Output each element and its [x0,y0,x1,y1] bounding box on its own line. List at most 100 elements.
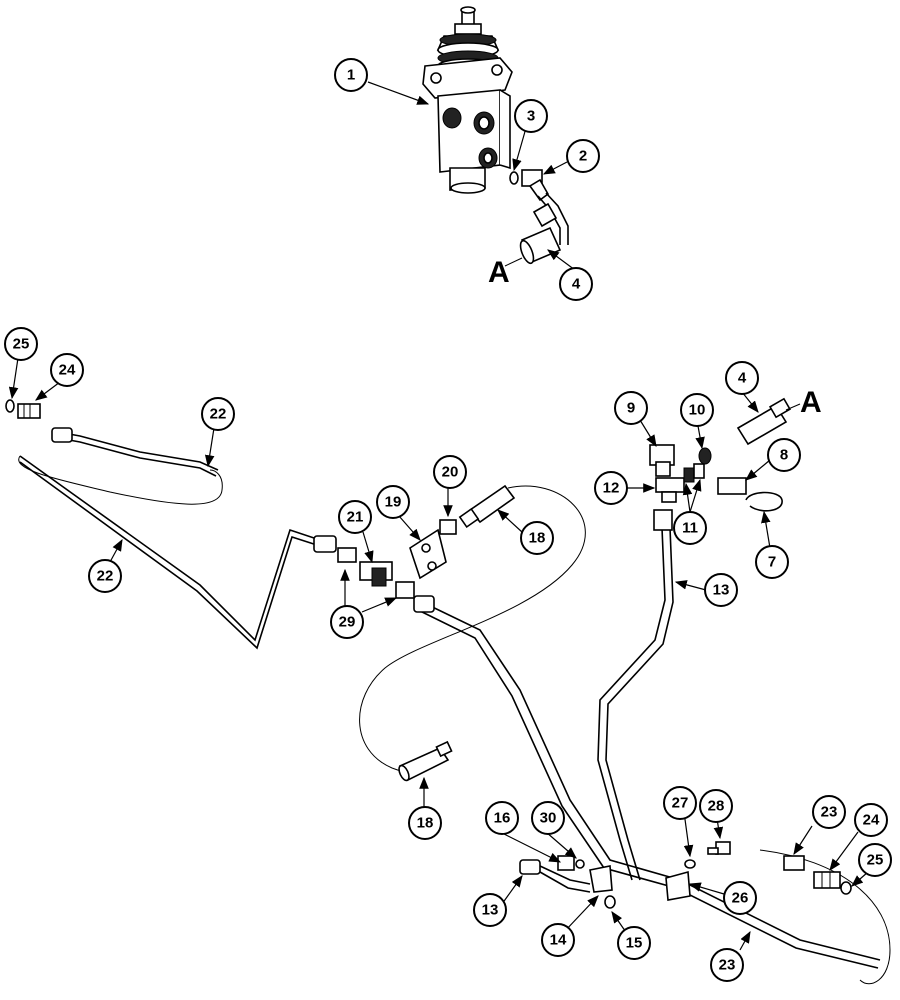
hose-fitting-18-bottom [398,740,453,782]
callout-24-left: 24 [50,353,84,387]
nut-20 [439,519,457,535]
leader-lines [8,81,869,951]
svg-text:18: 18 [529,530,546,547]
clip-26 [665,870,691,901]
svg-text:8: 8 [780,447,788,464]
washer-30 [575,859,585,869]
svg-text:24: 24 [863,812,880,829]
svg-text:22: 22 [210,406,227,423]
elbow-9 [649,444,675,477]
svg-text:13: 13 [482,902,499,919]
svg-text:29: 29 [339,614,356,631]
tube-to-hose-4 [504,192,569,267]
o-ring-25-left [5,399,15,413]
callout-4-top: 4 [559,267,593,301]
callout-12: 12 [594,471,628,505]
svg-text:21: 21 [347,509,364,526]
svg-text:25: 25 [867,852,884,869]
callout-14: 14 [541,923,575,957]
fitting-24-left [17,403,41,419]
hose-18-line [359,485,586,773]
callout-9: 9 [614,391,648,425]
callout-3: 3 [514,99,548,133]
svg-text:12: 12 [603,480,620,497]
callout-25-right: 25 [858,843,892,877]
callout-22-bottom: 22 [88,559,122,593]
svg-text:16: 16 [494,810,511,827]
svg-text:1: 1 [347,67,355,84]
callout-30: 30 [531,801,565,835]
fitting-8 [717,477,747,495]
svg-text:7: 7 [768,554,776,571]
callout-25-left: 25 [4,327,38,361]
fittings-11 [683,463,705,483]
callout-4-right: 4 [725,361,759,395]
washer-15 [604,895,616,909]
clamp-7 [745,491,783,512]
callout-23-top: 23 [812,795,846,829]
svg-text:3: 3 [527,108,535,125]
svg-text:22: 22 [97,568,114,585]
o-ring-3 [509,171,519,185]
svg-text:9: 9 [627,400,635,417]
callout-13-upper: 13 [704,573,738,607]
brake-valve [422,6,513,194]
svg-text:10: 10 [689,402,706,419]
callout-16: 16 [485,801,519,835]
callout-27: 27 [663,786,697,820]
svg-text:25: 25 [13,336,30,353]
callout-10: 10 [680,393,714,427]
o-ring-25-right [840,881,852,895]
tee-fitting-21 [337,547,415,599]
callout-23-bottom: 23 [710,948,744,982]
callout-29: 29 [330,605,364,639]
svg-text:24: 24 [59,362,76,379]
svg-text:27: 27 [672,795,689,812]
svg-text:28: 28 [708,798,725,815]
callout-26: 26 [723,881,757,915]
svg-text:2: 2 [579,148,587,165]
callout-13-lower: 13 [473,893,507,927]
fitting-23-right [783,855,805,871]
callout-15: 15 [617,926,651,960]
brake-tube-13 [597,509,674,881]
brake-tube-22 [18,427,337,650]
callout-7: 7 [755,545,789,579]
elbow-fitting-2 [521,169,550,202]
svg-text:15: 15 [626,935,643,952]
svg-text:19: 19 [385,494,402,511]
callout-11: 11 [673,511,707,545]
svg-text:23: 23 [719,957,736,974]
callout-20: 20 [433,455,467,489]
callout-24-right: 24 [854,803,888,837]
hose-fitting-18-top [458,484,516,529]
reference-letter-right: A [800,386,822,419]
reference-letter-top: A [488,256,510,289]
callout-1: 1 [334,58,368,92]
svg-text:30: 30 [540,810,557,827]
callout-28: 28 [699,789,733,823]
svg-text:18: 18 [417,815,434,832]
svg-text:26: 26 [732,890,749,907]
svg-text:4: 4 [572,276,581,293]
nut-10 [698,447,712,465]
clip-14 [575,859,613,893]
svg-text:13: 13 [713,582,730,599]
tee-12 [655,477,685,503]
brake-tube-23 [413,595,891,985]
hose-end-4-right [736,397,801,446]
callout-21: 21 [338,500,372,534]
callout-18-lower: 18 [408,806,442,840]
svg-text:4: 4 [738,370,747,387]
svg-text:14: 14 [550,932,567,949]
svg-text:20: 20 [442,464,459,481]
callout-2: 2 [566,139,600,173]
fitting-13-lower [519,859,591,893]
callout-19: 19 [376,485,410,519]
callout-22-top: 22 [201,397,235,431]
callout-8: 8 [767,438,801,472]
svg-text:23: 23 [821,804,838,821]
washer-27 [684,859,696,869]
